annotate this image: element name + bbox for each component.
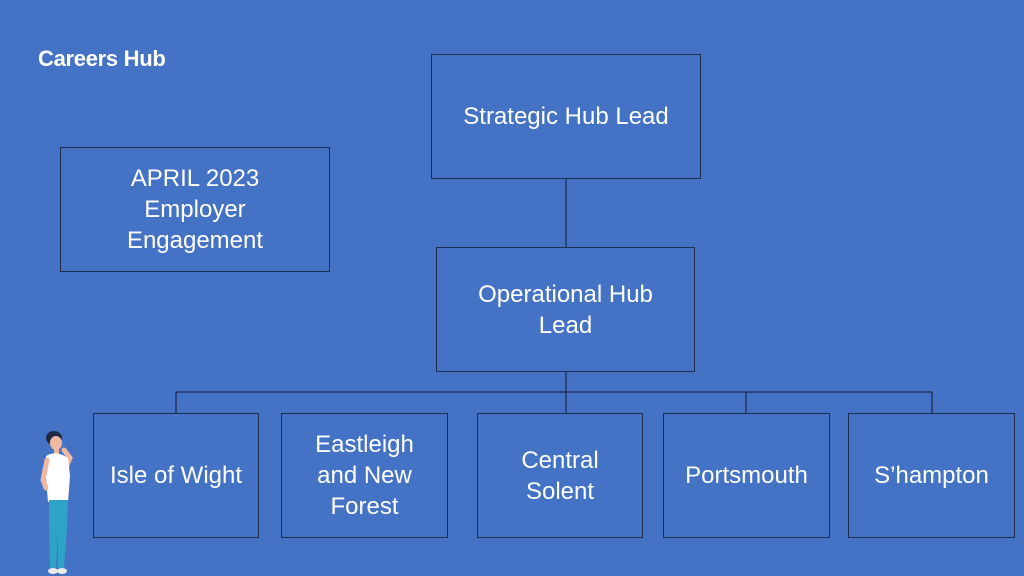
leaf-portsmouth: Portsmouth — [663, 413, 830, 538]
leaf-central-solent: Central Solent — [477, 413, 643, 538]
leaf-southampton: S’hampton — [848, 413, 1015, 538]
page-title: Careers Hub — [38, 46, 166, 71]
person-illustration-icon — [40, 431, 73, 574]
operational-hub-lead-box: Operational Hub Lead — [436, 247, 695, 372]
note-box: APRIL 2023 Employer Engagement — [60, 147, 330, 272]
strategic-hub-lead-box: Strategic Hub Lead — [431, 54, 701, 179]
leaf-isle-of-wight: Isle of Wight — [93, 413, 259, 538]
leaf-eastleigh-new-forest: Eastleigh and New Forest — [281, 413, 448, 538]
